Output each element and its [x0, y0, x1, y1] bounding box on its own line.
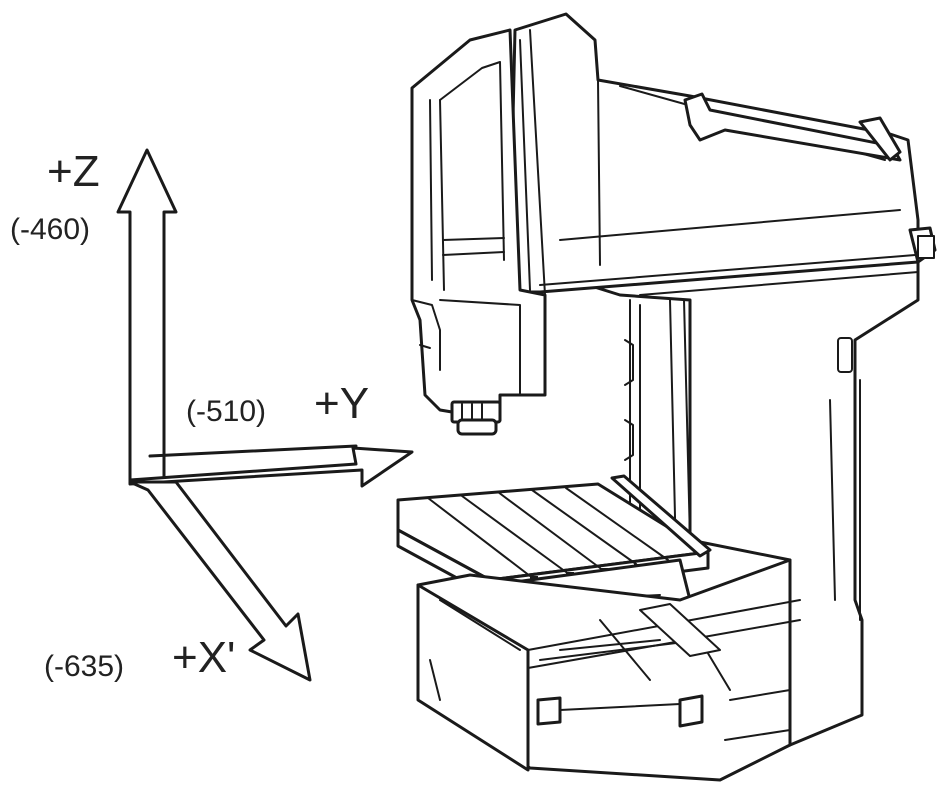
axis-arrows — [116, 148, 414, 682]
z-axis-arrow — [116, 148, 178, 482]
z-axis-value: (-460) — [10, 213, 91, 246]
head — [410, 12, 937, 436]
column — [538, 248, 920, 747]
y-axis-label: +Y — [314, 379, 370, 428]
machine-body — [396, 12, 937, 782]
x-axis-value: (-635) — [44, 650, 125, 683]
x-axis-label: +X' — [172, 633, 236, 682]
base — [416, 558, 801, 782]
y-axis-value: (-510) — [186, 395, 267, 428]
y-axis-arrow — [128, 444, 414, 488]
x-axis-arrow — [128, 480, 312, 682]
z-axis-label: +Z — [47, 147, 100, 196]
spindle — [450, 400, 502, 436]
